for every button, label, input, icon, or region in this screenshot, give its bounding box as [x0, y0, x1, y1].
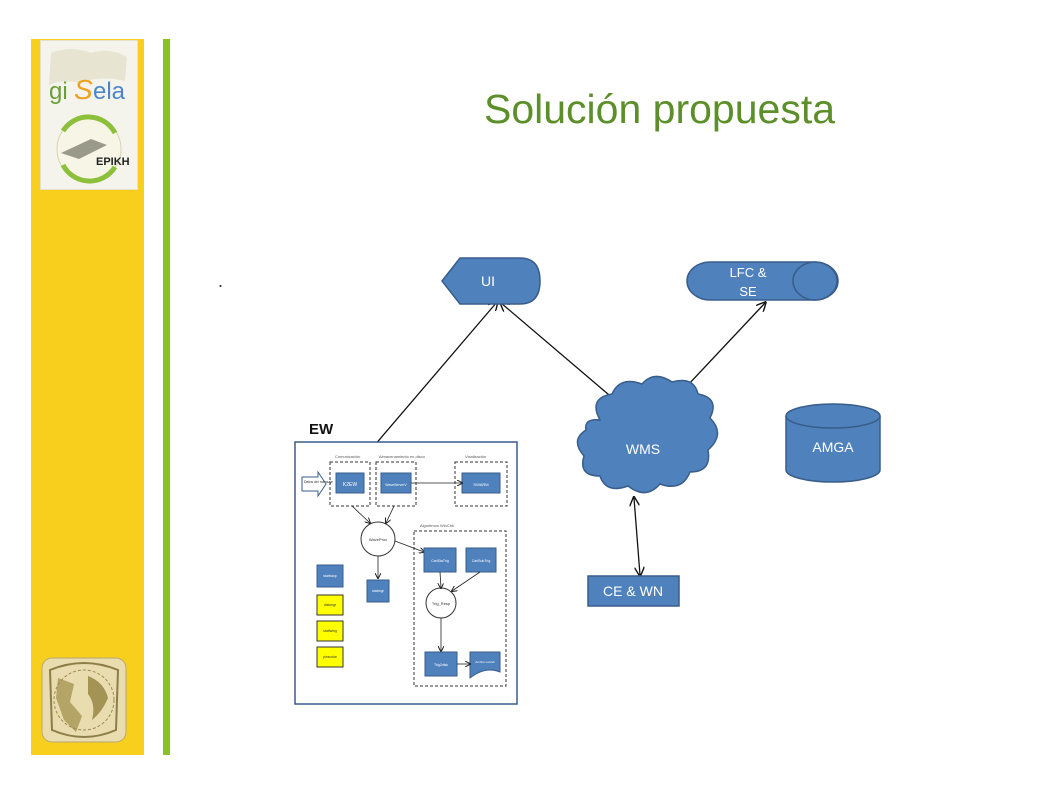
svg-text:startstop: startstop: [323, 574, 336, 578]
amga-label: AMGA: [812, 439, 854, 455]
svg-text:statfwing: statfwing: [323, 629, 337, 633]
svg-text:pinsocke: pinsocke: [323, 655, 337, 659]
svg-text:Trig2disk: Trig2disk: [434, 663, 448, 667]
ew-statmgr: [366, 579, 390, 603]
lfc-label-line1: LFC &: [730, 265, 767, 280]
ui-wms-arrow: [501, 303, 622, 406]
svg-text:Visalización: Visalización: [465, 454, 486, 459]
unam-seal: [38, 654, 130, 746]
svg-text:Trig_Resp: Trig_Resp: [432, 601, 451, 606]
ew-label: EW: [309, 421, 334, 438]
lfc-label-line2: SE: [739, 284, 757, 299]
lfc-se-node: [686, 261, 839, 301]
svg-text:CarlSubTrig: CarlSubTrig: [472, 559, 491, 563]
ew-yellow-2: [316, 620, 344, 642]
wms-node: [576, 375, 719, 494]
epikh-logo-text: EPIKH: [96, 156, 130, 168]
svg-text:Comunicación: Comunicación: [335, 454, 360, 459]
ew-carlsub: [465, 547, 497, 573]
svg-text:diskmgr: diskmgr: [324, 603, 337, 607]
svg-text:WaveServerV: WaveServerV: [385, 483, 407, 487]
ew-yellow-1: [316, 594, 344, 616]
wms-ce-arrow: [634, 498, 640, 575]
ui-node: [441, 257, 541, 305]
ew-group-algoritmos: [413, 530, 507, 687]
svg-text:Almacenamiento en disco: Almacenamiento en disco: [379, 454, 426, 459]
svg-text:K2EW: K2EW: [343, 482, 357, 488]
ce-wn-label: CE & WN: [603, 583, 663, 599]
svg-text:ela: ela: [93, 78, 126, 105]
ew-startstop: [316, 564, 344, 588]
ce-wn-node: [587, 575, 680, 607]
svg-text:SWARM: SWARM: [473, 482, 488, 487]
ew-archivo: [469, 651, 501, 680]
svg-text:Archivo evtrab: Archivo evtrab: [475, 660, 495, 664]
svg-text:WaveProc: WaveProc: [369, 537, 387, 542]
ew-k2ew: [335, 472, 365, 494]
ew-ui-arrow: [373, 302, 497, 447]
gisela-epikh-logo: gi S ela EPIKH: [40, 40, 138, 190]
slide-title: Solución propuesta: [484, 86, 836, 132]
ui-label: UI: [481, 273, 495, 289]
amga-node: [785, 403, 881, 483]
ew-group-comunicacion: [329, 461, 371, 507]
ew-group-almacenamiento: [375, 461, 417, 507]
wms-label: WMS: [626, 441, 660, 457]
ew-carlsta: [423, 547, 457, 573]
gisela-logo-text: gi: [49, 78, 68, 105]
svg-text:CarlStaTrig: CarlStaTrig: [431, 559, 449, 563]
svg-text:S: S: [74, 74, 93, 105]
accent-divider: [163, 39, 170, 755]
ew-group-visualizacion: [454, 461, 508, 507]
bullet-point: .: [218, 271, 224, 291]
svg-text:Datos del mensaje: Datos del mensaje: [304, 480, 333, 484]
svg-text:Algoritmos WinChk: Algoritmos WinChk: [420, 523, 454, 528]
svg-text:statmgr: statmgr: [372, 589, 385, 593]
ew-input-arrow: [301, 470, 327, 498]
ew-yellow-3: [316, 646, 344, 668]
